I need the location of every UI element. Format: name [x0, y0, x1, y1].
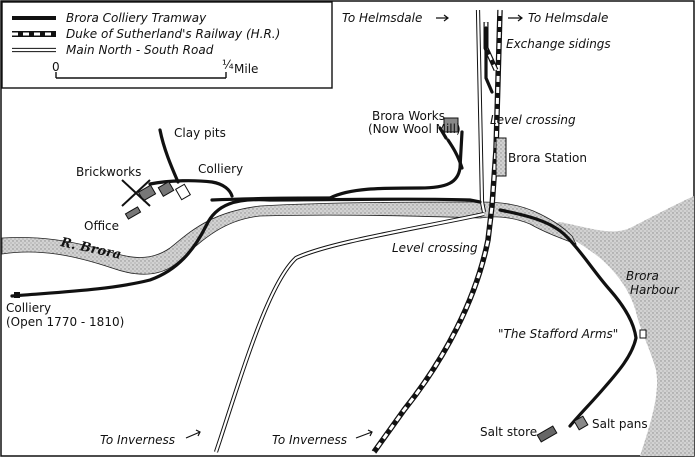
label-to-inverness-road: To Inverness	[100, 433, 175, 447]
legend-scale-zero: 0	[52, 60, 60, 74]
label-stafford-arms: "The Stafford Arms"	[498, 327, 618, 341]
legend-scale-quarter: ¼	[222, 58, 234, 72]
salt-pans-building	[573, 415, 589, 431]
label-to-helmsdale-road: To Helmsdale	[342, 11, 422, 25]
label-brora-station: Brora Station	[508, 151, 587, 165]
legend-road-label: Main North - South Road	[66, 43, 214, 57]
arrow-to-helmsdale-road	[436, 14, 449, 22]
legend-scale-bar	[55, 72, 227, 79]
label-level-crossing-s: Level crossing	[392, 241, 478, 255]
brickworks-symbol	[121, 179, 151, 207]
label-brickworks: Brickworks	[76, 165, 141, 179]
label-colliery: Colliery	[198, 162, 243, 176]
office-building	[124, 206, 142, 220]
colliery-buildings	[137, 180, 192, 202]
legend-tramway-label: Brora Colliery Tramway	[66, 11, 207, 25]
label-to-inverness-rail: To Inverness	[272, 433, 347, 447]
arrow-to-inverness-rail	[355, 429, 373, 439]
label-old-colliery-2: (Open 1770 - 1810)	[6, 315, 124, 329]
brora-works-building	[443, 117, 459, 133]
label-brora-harbour-1: Brora	[626, 269, 659, 283]
label-old-colliery-1: Colliery	[6, 301, 51, 315]
salt-store-building	[536, 425, 558, 443]
label-office: Office	[84, 219, 119, 233]
old-colliery-marker	[14, 292, 20, 298]
brora-station-building	[495, 137, 507, 177]
stafford-arms-building	[639, 329, 647, 339]
label-exchange-sidings: Exchange sidings	[506, 37, 611, 51]
legend-scale-unit: Mile	[234, 62, 258, 76]
sea	[548, 196, 694, 456]
label-salt-pans: Salt pans	[592, 417, 648, 431]
arrow-to-helmsdale-rail	[508, 14, 523, 22]
label-brora-works-1: Brora Works	[372, 109, 445, 123]
arrow-to-inverness-road	[185, 429, 201, 439]
label-level-crossing-n: Level crossing	[490, 113, 576, 127]
label-to-helmsdale-rail: To Helmsdale	[528, 11, 608, 25]
label-brora-harbour-2: Harbour	[630, 283, 680, 297]
label-clay-pits: Clay pits	[174, 126, 226, 140]
legend-railway-label: Duke of Sutherland's Railway (H.R.)	[66, 27, 280, 41]
legend-box	[1, 1, 333, 89]
label-salt-store: Salt store	[480, 425, 537, 439]
label-brora-works-2: (Now Wool Mill)	[368, 122, 461, 136]
